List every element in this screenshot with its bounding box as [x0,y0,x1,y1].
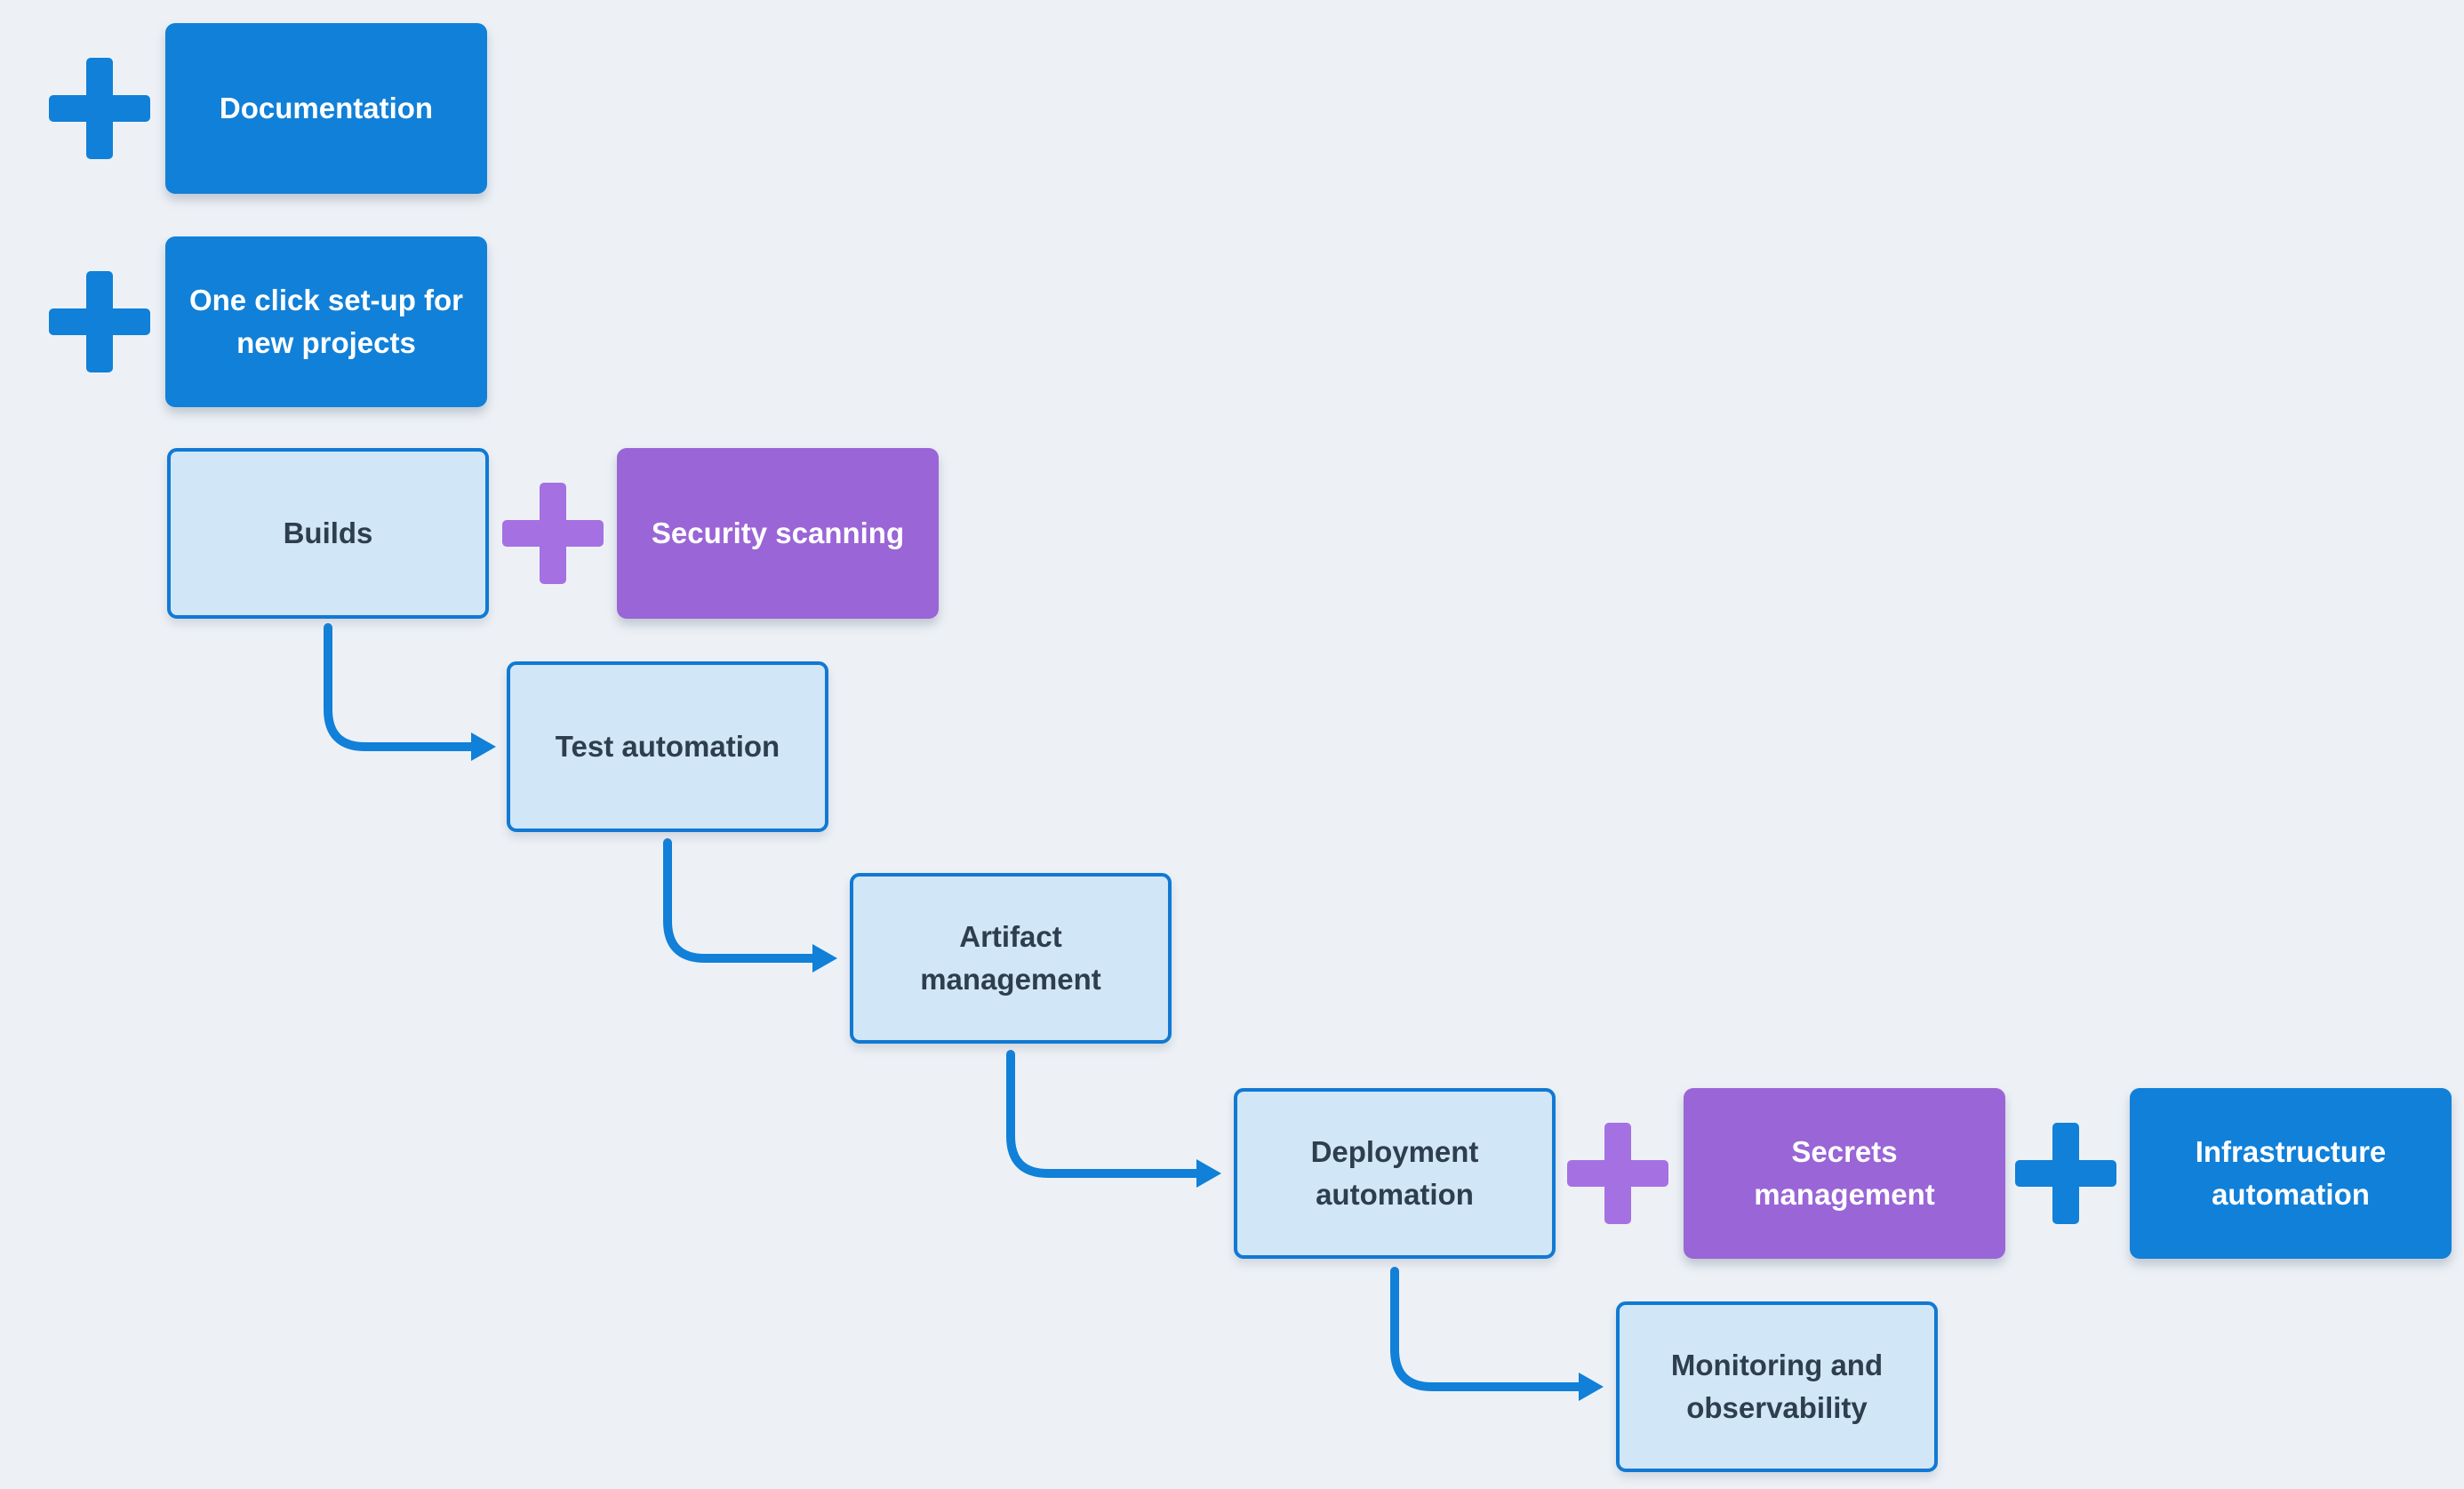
node-label: Security scanning [651,516,905,550]
arrow-builds-to-test-automation [324,623,496,761]
node-deployment-automation: Deployment automation [1234,1088,1556,1259]
node-label: Builds [283,516,373,550]
node-label: Artifact management [920,920,1101,996]
node-builds: Builds [167,448,489,619]
node-secrets-management: Secrets management [1684,1088,2005,1259]
node-one-click-setup: One click set-up for new projects [165,236,487,407]
arrow-deployment-automation-to-monitoring-observability [1390,1267,1604,1401]
node-label: One click set-up for new projects [188,284,464,359]
node-label: Monitoring and observability [1670,1349,1884,1424]
node-test-automation: Test automation [507,661,828,832]
plus-icon [49,58,150,159]
arrow-test-automation-to-artifact-management [663,838,837,973]
node-label: Infrastructure automation [2195,1135,2387,1211]
node-monitoring-observability: Monitoring and observability [1616,1301,1938,1472]
plus-icon [1567,1123,1668,1224]
node-label: Deployment automation [1310,1135,1479,1211]
node-infrastructure-automation: Infrastructure automation [2130,1088,2452,1259]
arrow-artifact-management-to-deployment-automation [1006,1050,1221,1188]
plus-icon [2015,1123,2116,1224]
node-security-scanning: Security scanning [617,448,939,619]
node-label: Test automation [555,730,780,764]
node-label: Documentation [219,92,434,125]
plus-icon [502,483,604,584]
node-documentation: Documentation [165,23,487,194]
node-artifact-management: Artifact management [850,873,1172,1044]
plus-icon [49,271,150,372]
node-label: Secrets management [1754,1135,1935,1211]
